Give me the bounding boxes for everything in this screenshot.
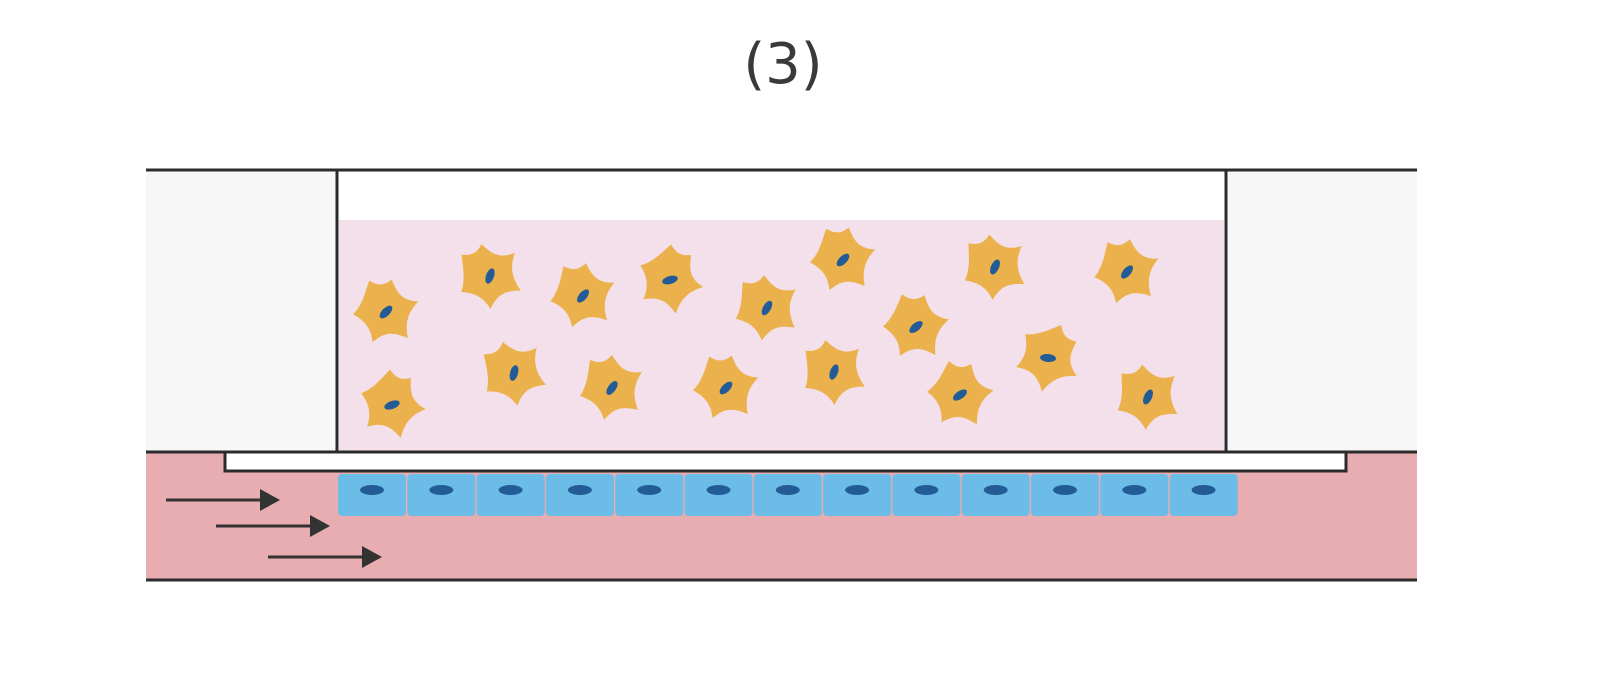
nucleus (761, 300, 773, 316)
nucleus (1122, 485, 1147, 495)
stromal-cell (353, 279, 419, 343)
nucleus (836, 253, 850, 267)
nucleus (845, 485, 870, 495)
stromal-cell (580, 355, 642, 420)
nucleus (384, 400, 400, 410)
nucleus (606, 381, 618, 395)
stromal-cell (361, 369, 426, 438)
stromal-cell (461, 244, 521, 309)
stromal-cell (927, 361, 994, 425)
endothelial-cell-layer (338, 474, 1238, 516)
nucleus (775, 485, 800, 495)
nucleus (983, 485, 1008, 495)
endothelial-cell (545, 474, 614, 516)
nucleus (914, 485, 939, 495)
nucleus (509, 365, 519, 381)
panel-label: (3) (743, 32, 823, 97)
nucleus (485, 268, 495, 284)
nucleus (1053, 485, 1077, 495)
stromal-cell (1016, 324, 1077, 392)
flow-arrow-icon (166, 489, 280, 511)
nucleus (567, 485, 592, 495)
nucleus (1040, 353, 1056, 363)
stromal-cell (805, 340, 865, 405)
endothelial-cell (753, 474, 822, 516)
nucleus (498, 485, 523, 495)
nucleus (379, 305, 393, 319)
left-chamber (146, 170, 337, 452)
stromal-cell (810, 227, 876, 291)
porous-membrane (223, 450, 1348, 473)
nucleus (637, 485, 662, 495)
nucleus (953, 389, 967, 401)
flow-arrow-icon (216, 515, 330, 537)
nucleus (1191, 485, 1216, 495)
right-chamber (1226, 170, 1417, 452)
endothelial-cell (1100, 474, 1169, 516)
nucleus (662, 275, 678, 285)
endothelial-cell (961, 474, 1030, 516)
nucleus (706, 485, 731, 495)
stromal-cell (550, 263, 615, 328)
stromal-cell (883, 294, 950, 356)
endothelial-cell (823, 474, 892, 516)
endothelial-cell (615, 474, 684, 516)
endothelial-cell-body (961, 474, 1030, 516)
nucleus (1143, 389, 1153, 405)
stromal-cell (964, 234, 1025, 300)
stromal-cell (640, 244, 704, 314)
stromal-cell-layer (353, 227, 1178, 438)
stromal-cell (735, 275, 796, 341)
nucleus (829, 364, 839, 380)
stromal-cell (693, 355, 759, 419)
nucleus (719, 381, 733, 395)
nucleus (1121, 265, 1133, 279)
endothelial-cell (407, 474, 476, 516)
endothelial-cell (476, 474, 545, 516)
nucleus (909, 321, 923, 333)
nucleus (360, 485, 384, 495)
nucleus (429, 485, 454, 495)
endothelial-cell (892, 474, 961, 516)
flow-arrows (166, 489, 382, 568)
stromal-cell (483, 341, 546, 406)
stromal-cell (1117, 364, 1178, 430)
endothelial-cell (684, 474, 753, 516)
flow-arrow-icon (268, 546, 382, 568)
endothelial-cell (338, 474, 406, 516)
nucleus (990, 259, 1000, 275)
endothelial-cell (1031, 474, 1099, 516)
nucleus (577, 289, 589, 303)
stromal-cell (1094, 239, 1159, 304)
endothelial-cell (1169, 474, 1238, 516)
